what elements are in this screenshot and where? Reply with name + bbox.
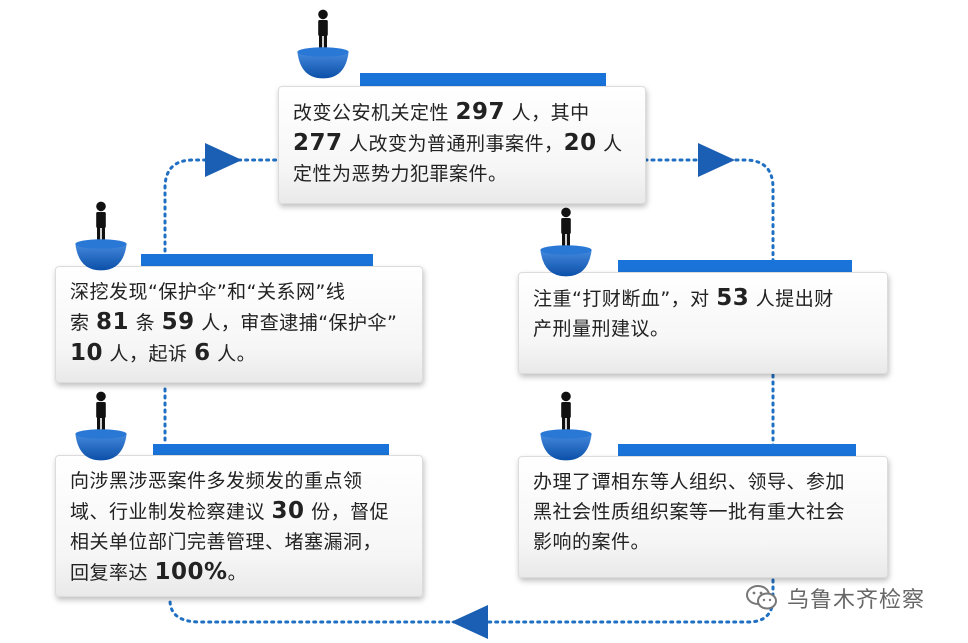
text-segment: 人提出财	[749, 288, 834, 310]
text-segment: 办理了谭相东等人组织、领导、参加	[533, 471, 846, 493]
text-segment: 人	[596, 133, 623, 155]
text-segment: 人，起诉	[103, 343, 195, 365]
card-text: 向涉黑涉恶案件多发频发的重点领域、行业制发检察建议 30 份，督促相关单位部门完…	[70, 466, 408, 588]
text-segment: 份，督促	[304, 501, 390, 523]
highlight-number: 53	[716, 285, 750, 311]
highlight-number: 20	[563, 130, 597, 156]
highlight-number: 297	[455, 99, 506, 125]
text-segment: 索	[70, 312, 97, 334]
highlight-number: 30	[271, 498, 305, 524]
text-segment: 定性为恶势力犯罪案件。	[293, 163, 508, 185]
text-segment: 改变公安机关定性	[293, 102, 456, 124]
highlight-number: 59	[161, 309, 195, 335]
card-text: 注重“打财断血”，对 53 人提出财产刑量刑建议。	[533, 283, 873, 344]
arrow-right-icon-left	[205, 143, 242, 177]
card-text: 改变公安机关定性 297 人，其中 277 人改变为普通刑事案件，20 人定性为恶…	[293, 97, 631, 189]
text-segment: 黑社会性质组织案等一批有重大社会	[533, 501, 846, 523]
text-segment: 。	[227, 562, 248, 584]
connector-top-left	[163, 158, 280, 260]
text-segment: 向涉黑涉恶案件多发频发的重点领	[70, 470, 363, 492]
wechat-icon	[746, 585, 777, 610]
highlight-number: 10	[70, 340, 104, 366]
person-icon	[75, 201, 127, 271]
card-left-lower: 向涉黑涉恶案件多发频发的重点领域、行业制发检察建议 30 份，督促相关单位部门完…	[55, 455, 423, 597]
card-right-lower: 办理了谭相东等人组织、领导、参加黑社会性质组织案等一批有重大社会影响的案件。	[518, 456, 888, 578]
highlight-number: 6	[194, 340, 211, 366]
watermark: 乌鲁木齐检察	[745, 582, 925, 614]
person-icon	[540, 391, 592, 461]
card-top: 改变公安机关定性 297 人，其中 277 人改变为普通刑事案件，20 人定性为恶…	[278, 86, 646, 204]
text-segment: 注重“打财断血”，对	[533, 288, 717, 310]
text-segment: 深挖发现“保护伞”和“关系网”线	[70, 281, 346, 303]
text-segment: 相关单位部门完善管理、堵塞漏洞，	[70, 531, 383, 553]
person-icon	[297, 9, 349, 79]
text-segment: 人，其中	[505, 102, 590, 124]
highlight-number: 100%	[154, 559, 228, 585]
text-segment: 域、行业制发检察建议	[70, 501, 272, 523]
card-right-upper: 注重“打财断血”，对 53 人提出财产刑量刑建议。	[518, 272, 888, 374]
watermark-text: 乌鲁木齐检察	[787, 588, 926, 613]
arrow-left-icon-bottom	[451, 605, 488, 639]
card-left-upper: 深挖发现“保护伞”和“关系网”线索 81 条 59 人，审查逮捕“保护伞”10 …	[55, 266, 423, 383]
person-icon	[75, 391, 127, 461]
highlight-number: 277	[293, 130, 343, 156]
card-text: 办理了谭相东等人组织、领导、参加黑社会性质组织案等一批有重大社会影响的案件。	[533, 467, 873, 557]
text-segment: 回复率达	[70, 562, 155, 584]
person-icon	[540, 207, 592, 277]
highlight-number: 81	[96, 309, 130, 335]
text-segment: 产刑量刑建议。	[533, 318, 670, 340]
arrow-right-icon-right	[698, 143, 735, 177]
card-text: 深挖发现“保护伞”和“关系网”线索 81 条 59 人，审查逮捕“保护伞”10 …	[70, 277, 408, 369]
text-segment: 人，审查逮捕“保护伞”	[194, 312, 398, 334]
text-segment: 人改变为普通刑事案件，	[342, 133, 564, 155]
text-segment: 影响的案件。	[533, 531, 651, 553]
text-segment: 人。	[210, 343, 257, 365]
connector-top-right	[643, 158, 775, 270]
text-segment: 条	[129, 312, 162, 334]
